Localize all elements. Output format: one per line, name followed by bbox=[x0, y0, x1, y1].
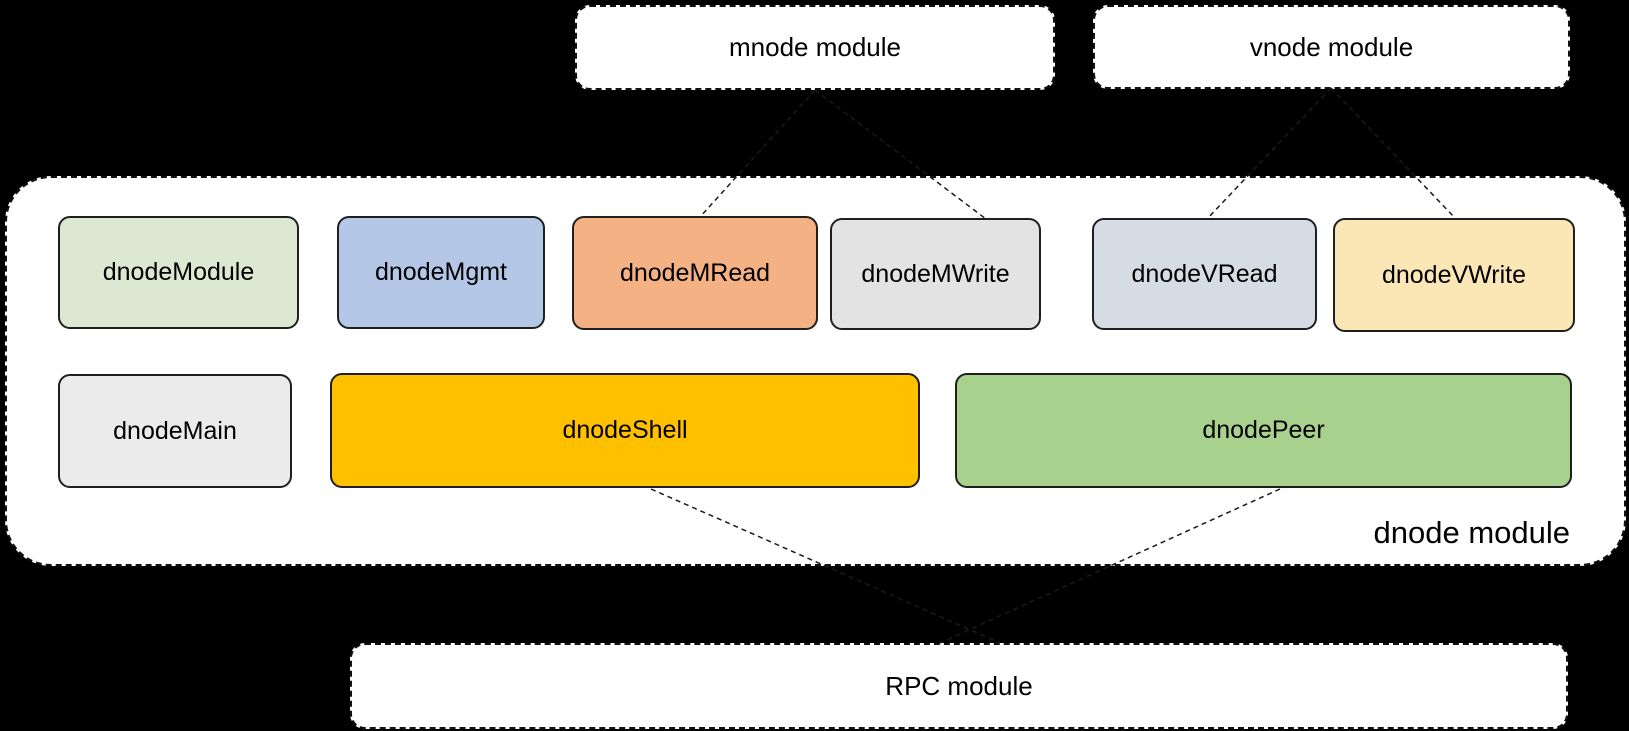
component-dnodeModule: dnodeModule bbox=[58, 216, 299, 329]
mnode-module-container: mnode module bbox=[575, 5, 1055, 90]
component-dnodeMain-label: dnodeMain bbox=[113, 416, 237, 445]
component-dnodeVRead-label: dnodeVRead bbox=[1131, 259, 1278, 288]
component-dnodeShell-label: dnodeShell bbox=[562, 416, 688, 444]
dnode-module-label: dnode module bbox=[1373, 515, 1571, 550]
vnode-module-container: vnode module bbox=[1093, 5, 1570, 89]
component-dnodeModule-label: dnodeModule bbox=[102, 258, 255, 286]
rpc-module-label: RPC module bbox=[885, 670, 1033, 701]
mnode-module-label: mnode module bbox=[729, 32, 901, 62]
component-dnodeMRead: dnodeMRead bbox=[572, 216, 818, 330]
component-dnodeVRead: dnodeVRead bbox=[1092, 218, 1317, 330]
component-dnodePeer: dnodePeer bbox=[955, 373, 1572, 488]
component-dnodePeer-label: dnodePeer bbox=[1202, 416, 1325, 444]
component-dnodeMWrite: dnodeMWrite bbox=[830, 218, 1041, 330]
component-dnodeShell: dnodeShell bbox=[330, 373, 920, 488]
component-dnodeMRead-label: dnodeMRead bbox=[619, 258, 771, 287]
component-dnodeVWrite-label: dnodeVWrite bbox=[1381, 260, 1527, 289]
component-dnodeMain: dnodeMain bbox=[58, 374, 292, 488]
component-dnodeMgmt-label: dnodeMgmt bbox=[374, 258, 508, 286]
rpc-module-container: RPC module bbox=[350, 643, 1568, 729]
component-dnodeMgmt: dnodeMgmt bbox=[337, 216, 545, 329]
vnode-module-label: vnode module bbox=[1249, 31, 1414, 62]
component-dnodeMWrite-label: dnodeMWrite bbox=[861, 259, 1010, 288]
component-dnodeVWrite: dnodeVWrite bbox=[1333, 218, 1575, 332]
